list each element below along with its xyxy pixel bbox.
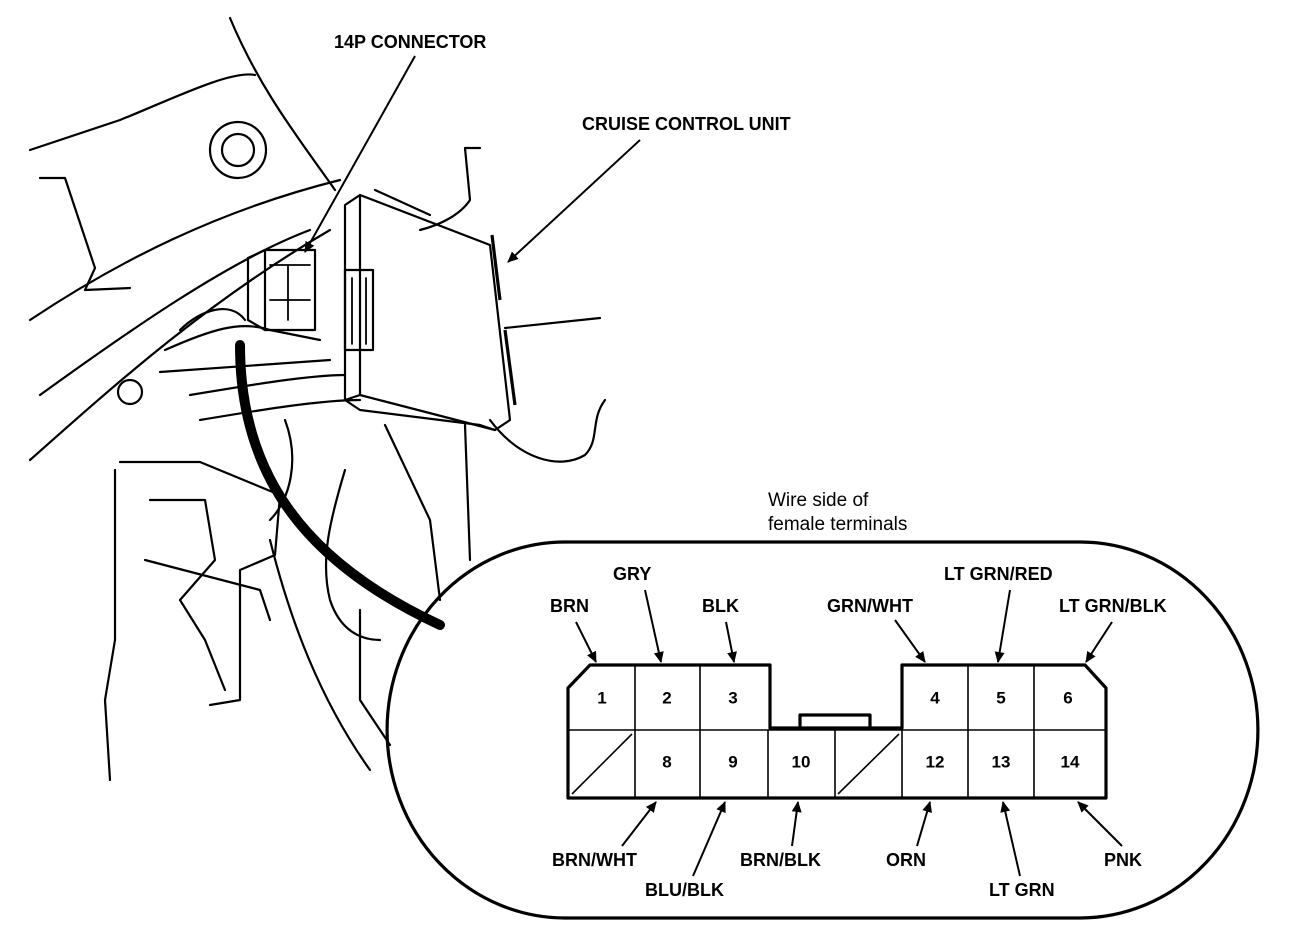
dashboard-line-art xyxy=(28,16,607,782)
cruise-control-unit-box xyxy=(343,193,512,432)
pin-2: 2 xyxy=(662,689,671,708)
pin-9: 9 xyxy=(728,753,737,772)
callouts: 14P CONNECTOR CRUISE CONTROL UNIT Wire s… xyxy=(304,32,907,535)
connector-callout: 14P CONNECTOR xyxy=(334,32,486,52)
connector-housing xyxy=(263,248,317,332)
wire-label-pin12: ORN xyxy=(886,850,926,870)
unit-callout: CRUISE CONTROL UNIT xyxy=(582,114,791,134)
pin-5: 5 xyxy=(996,689,1005,708)
blank-cavity-7 xyxy=(571,733,633,795)
wire-labels-bottom: BRN/WHT BLU/BLK BRN/BLK ORN LT GRN PNK xyxy=(552,801,1142,900)
pin-10: 10 xyxy=(792,753,811,772)
pin-13: 13 xyxy=(992,753,1011,772)
pin-6: 6 xyxy=(1063,689,1072,708)
wire-label-pin6: LT GRN/BLK xyxy=(1059,596,1167,616)
wire-labels-top: BRN GRY BLK GRN/WHT LT GRN/RED LT GRN/BL… xyxy=(550,564,1167,663)
terminal-view-bubble xyxy=(385,540,1260,920)
pin-3: 3 xyxy=(728,689,737,708)
pin-12: 12 xyxy=(926,753,945,772)
pin-1: 1 xyxy=(597,689,606,708)
wire-label-pin8: BRN/WHT xyxy=(552,850,637,870)
wire-label-pin14: PNK xyxy=(1104,850,1142,870)
wire-label-pin3: BLK xyxy=(702,596,739,616)
pin-4: 4 xyxy=(930,689,940,708)
wire-label-pin1: BRN xyxy=(550,596,589,616)
wire-label-pin13: LT GRN xyxy=(989,880,1055,900)
connector-face xyxy=(566,663,1108,800)
pin-8: 8 xyxy=(662,753,671,772)
wire-label-pin5: LT GRN/RED xyxy=(944,564,1053,584)
bolt-icon xyxy=(208,120,268,180)
wire-label-pin4: GRN/WHT xyxy=(827,596,913,616)
pin-numbers: 1 2 3 4 5 6 8 9 10 12 13 14 xyxy=(597,689,1080,772)
wire-label-pin2: GRY xyxy=(613,564,651,584)
wire-label-pin10: BRN/BLK xyxy=(740,850,821,870)
wire-label-pin9: BLU/BLK xyxy=(645,880,724,900)
view-note-line2: female terminals xyxy=(768,514,907,535)
blank-cavity-11 xyxy=(837,733,900,795)
view-note-line1: Wire side of xyxy=(768,490,869,511)
pin-14: 14 xyxy=(1061,753,1080,772)
